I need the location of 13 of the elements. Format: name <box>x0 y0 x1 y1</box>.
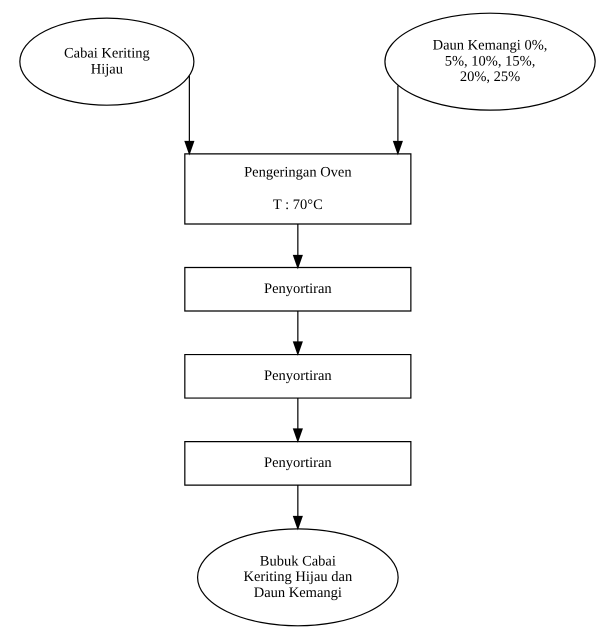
arrow <box>292 224 302 270</box>
node-box: Penyortiran <box>184 354 411 399</box>
arrow <box>392 86 402 156</box>
node-box: Penyortiran <box>184 266 411 312</box>
arrow <box>292 485 302 530</box>
arrow <box>292 311 302 356</box>
arrow <box>184 76 194 156</box>
arrow <box>292 398 302 443</box>
node-ellipse: Bubuk Cabai Keriting Hijau dan Daun Kemangi <box>196 528 398 626</box>
node-ellipse: Daun Kemangi 0%, 5%, 10%, 15%, 20%, 25% <box>384 12 596 111</box>
node-box: Penyortiran <box>184 440 411 486</box>
node-box: Pengeringan Oven T : 70°C <box>184 153 411 225</box>
node-ellipse: Cabai Keriting Hijau <box>18 18 194 106</box>
